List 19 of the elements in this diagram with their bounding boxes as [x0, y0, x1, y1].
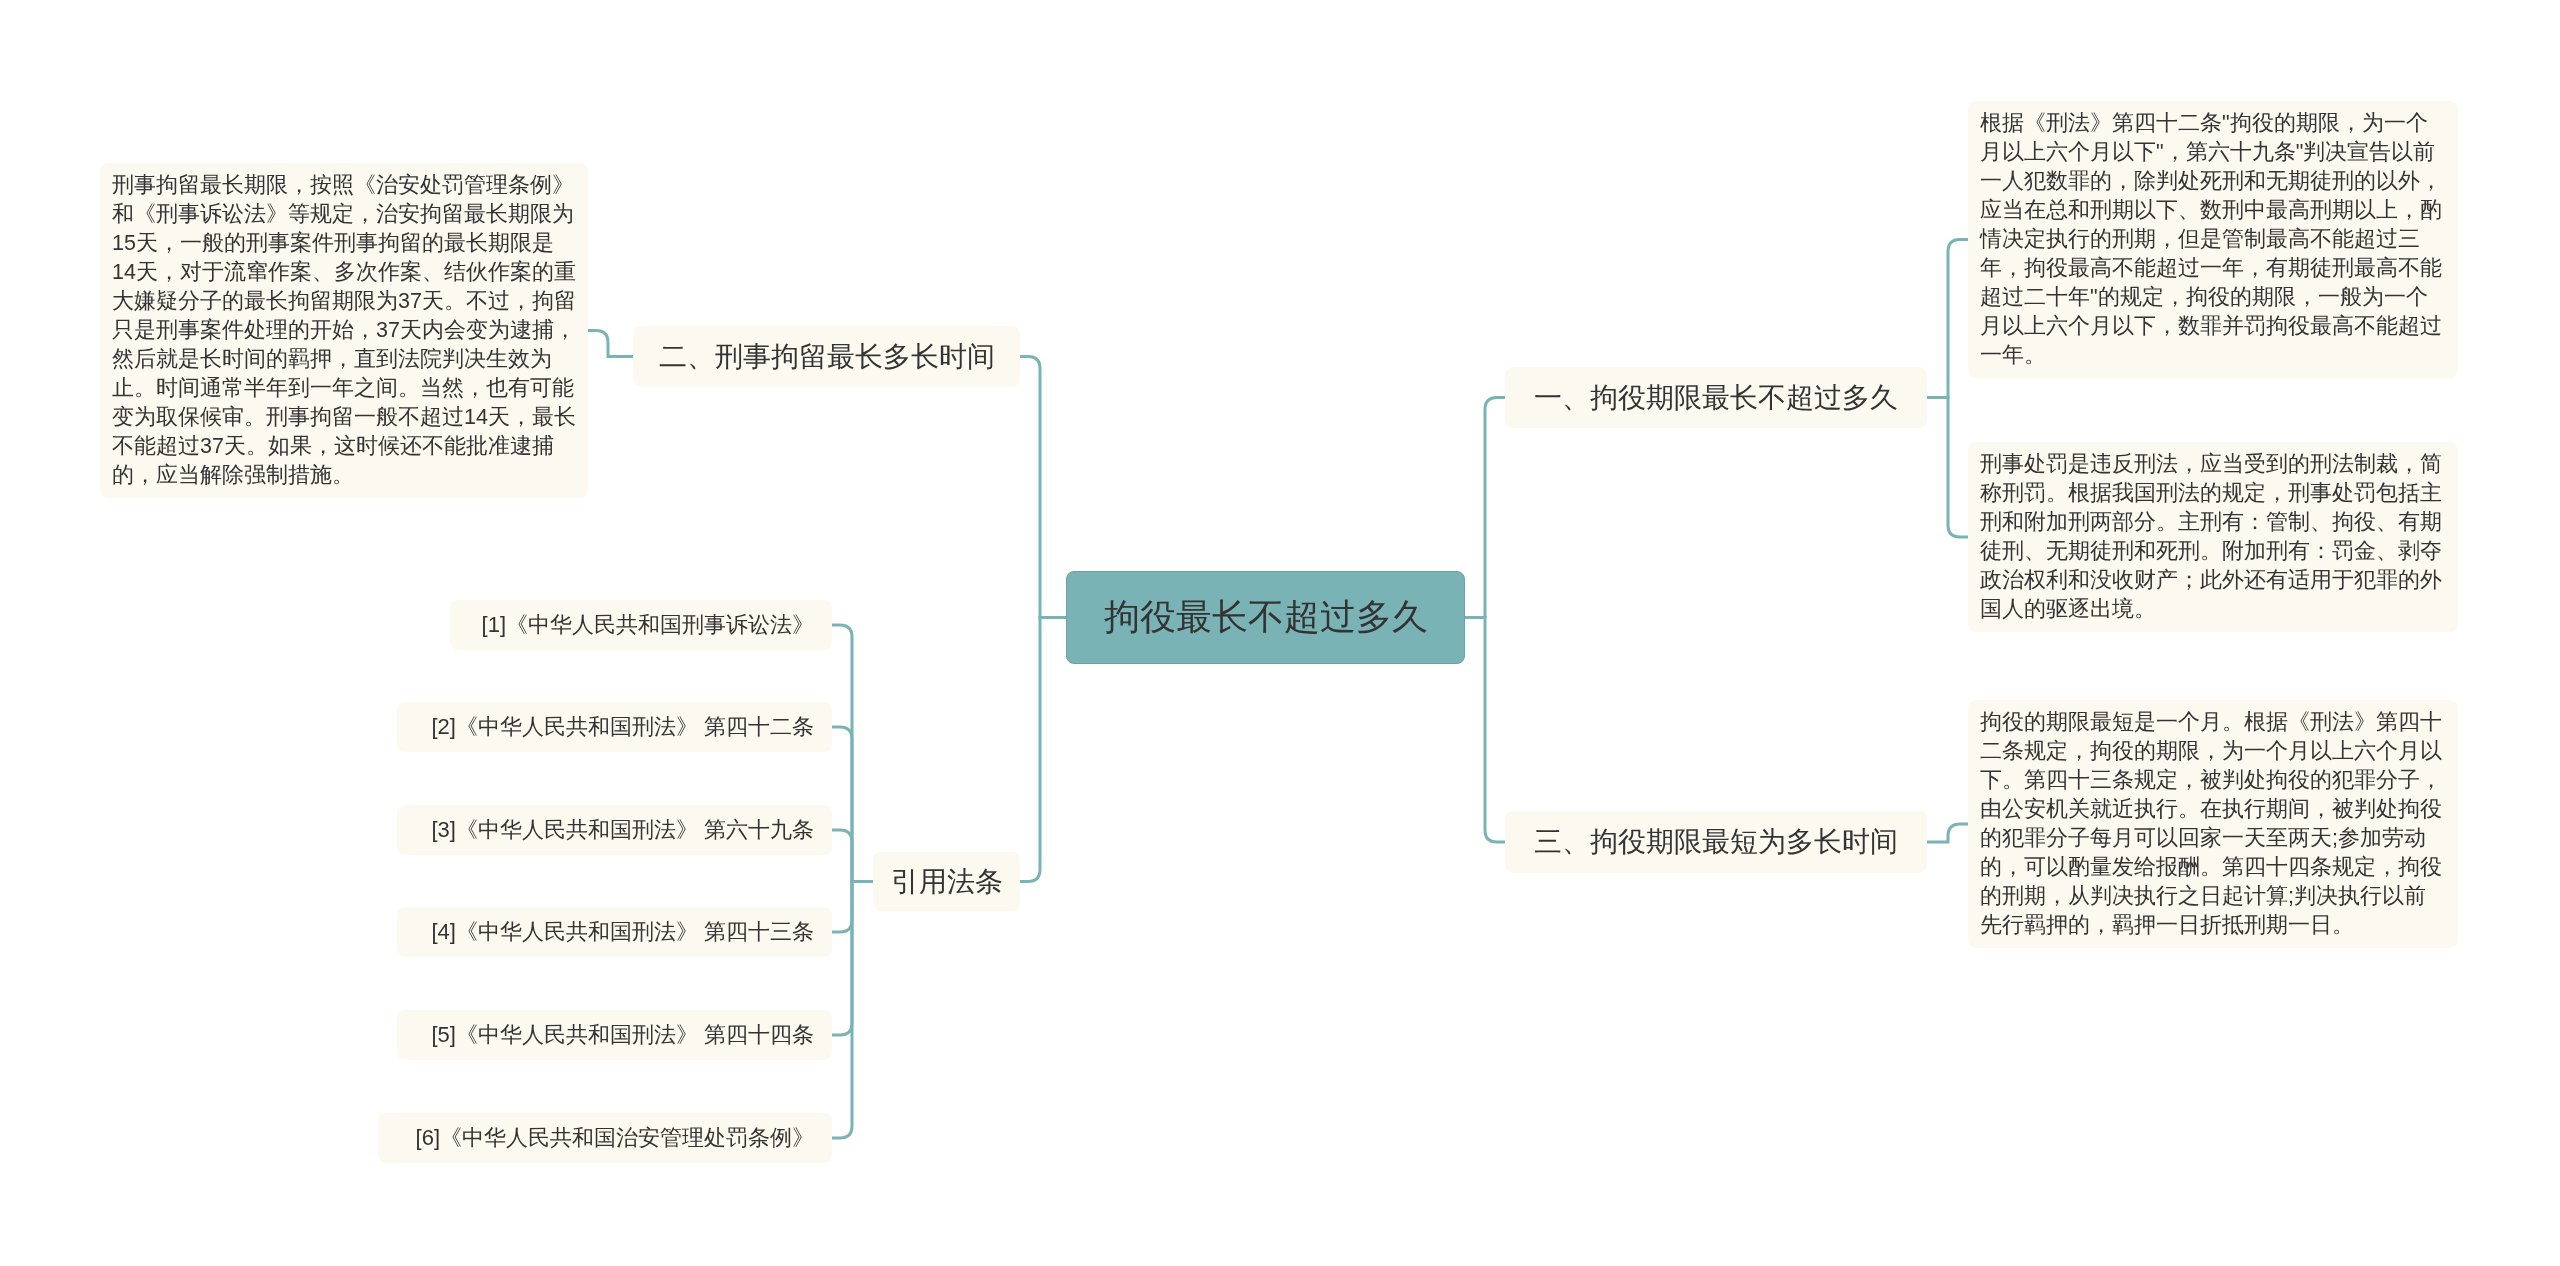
- topic-box: 三、拘役期限最短为多长时间: [1505, 811, 1927, 873]
- citation-box: [2]《中华人民共和国刑法》 第四十二条: [397, 702, 832, 752]
- topic-box: 引用法条: [873, 852, 1020, 911]
- connector-line: [588, 329, 633, 358]
- note-box: 拘役的期限最短是一个月。根据《刑法》第四十二条规定，拘役的期限，为一个月以上六个月以下。第四十三条规定，被判处拘役的犯罪分子，由公安机关就近执行。在执行期间，被判处拘役的犯罪分子每月可以回家一天至两天;参加劳动的，可以酌量发给报酬。第四十四条规定，拘役的刑期，从判决执行之日起计算;判决执行以前先行羁押的，羁押一日折抵刑期一日。: [1968, 700, 2458, 948]
- note-box: 根据《刑法》第四十二条"拘役的期限，为一个月以上六个月以下"，第六十九条"判决宣告以前一人犯数罪的，除判处死刑和无期徒刑的以外，应当在总和刑期以下、数刑中最高刑期以上，酌情决定执行的刑期，但是管制最高不能超过三年，拘役最高不能超过一年，有期徒刑最高不能超过二十年"的规定，拘役的期限，一般为一个月以上六个月以下，数罪并罚拘役最高不能超过一年。: [1968, 101, 2458, 378]
- topic-box: 二、刑事拘留最长多长时间: [633, 326, 1020, 387]
- citation-box: [6]《中华人民共和国治安管理处罚条例》: [378, 1113, 832, 1163]
- topic-box: 一、拘役期限最长不超过多久: [1505, 367, 1927, 428]
- citation-box: [4]《中华人民共和国刑法》 第四十三条: [397, 907, 832, 957]
- connector-line: [1927, 822, 1968, 844]
- central-topic-box: 拘役最长不超过多久: [1066, 571, 1465, 664]
- connector-line: [1927, 396, 1968, 539]
- citation-box: [3]《中华人民共和国刑法》 第六十九条: [397, 805, 832, 855]
- citation-box: [1]《中华人民共和国刑事诉讼法》: [450, 600, 832, 650]
- citation-box: [5]《中华人民共和国刑法》 第四十四条: [397, 1010, 832, 1060]
- connector-line: [1020, 616, 1066, 883]
- note-box: 刑事处罚是违反刑法，应当受到的刑法制裁，简称刑罚。根据我国刑法的规定，刑事处罚包括主刑和附加刑两部分。主刑有：管制、拘役、有期徒刑、无期徒刑和死刑。附加刑有：罚金、剥夺政治权利和没收财产；此外还有适用于犯罪的外国人的驱逐出境。: [1968, 442, 2458, 632]
- note-box: 刑事拘留最长期限，按照《治安处罚管理条例》和《刑事诉讼法》等规定，治安拘留最长期限为15天，一般的刑事案件刑事拘留的最长期限是14天，对于流窜作案、多次作案、结伙作案的重大嫌疑分子的最长拘留期限为37天。不过，拘留只是刑事案件处理的开始，37天内会变为逮捕，然后就是长时间的羁押，直到法院判决生效为止。时间通常半年到一年之间。当然，也有可能变为取保候审。刑事拘留一般不超过14天，最长不能超过37天。如果，这时候还不能批准逮捕的，应当解除强制措施。: [100, 163, 588, 498]
